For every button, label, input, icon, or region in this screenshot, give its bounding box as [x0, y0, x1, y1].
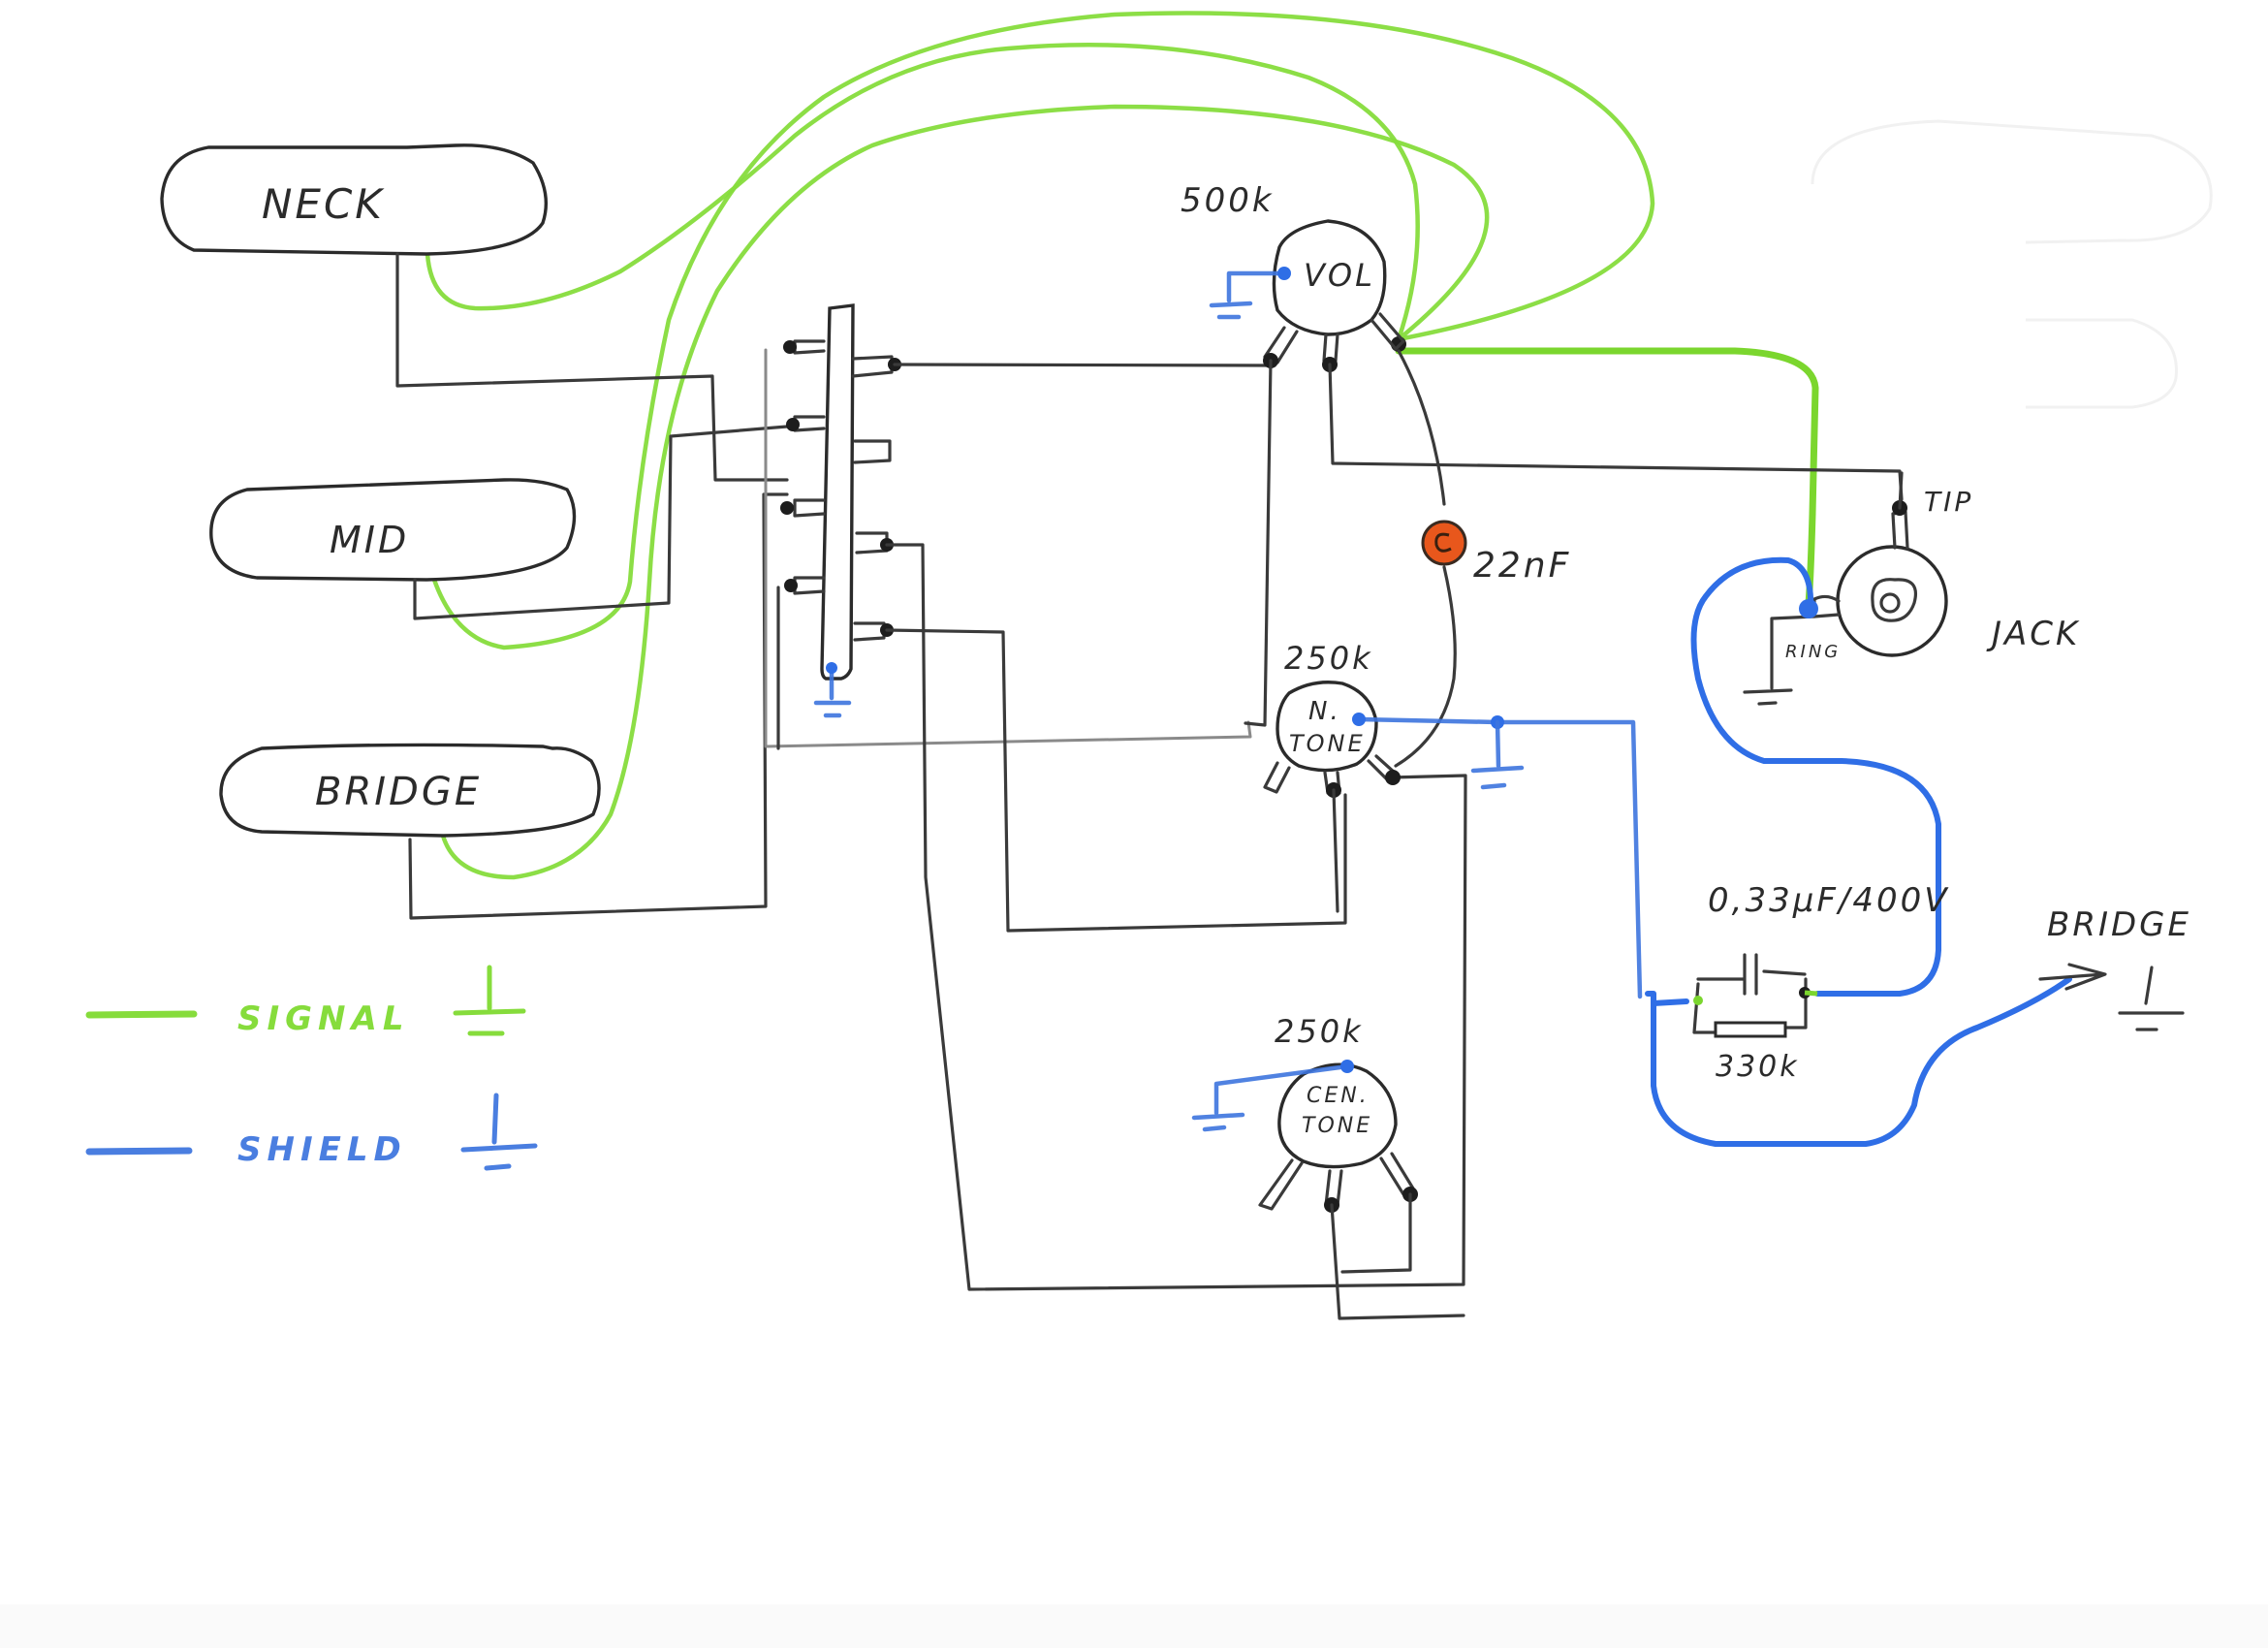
tone-capacitor-22nf: 22nF — [1394, 520, 1571, 768]
signal-ground-wires — [425, 11, 1819, 880]
legend-label-signal: SIGNAL — [237, 999, 409, 1038]
neck-tone-label-2: TONE — [1289, 730, 1366, 757]
switch-output-wires — [885, 363, 1467, 1291]
neck-tone-pot: 250k N. TONE — [1263, 640, 1643, 999]
center-tone-value: 250k — [1275, 1013, 1364, 1050]
legend: SIGNAL SHIELD — [85, 965, 538, 1171]
bridge-ground-label: BRIDGE — [2047, 905, 2191, 944]
legend-item-signal: SIGNAL — [85, 965, 526, 1038]
center-tone-label-2: TONE — [1302, 1114, 1372, 1138]
output-jack: TIP RING JACK — [1743, 471, 2080, 706]
neck-tone-label-1: N. — [1308, 697, 1341, 726]
capacitor-body — [1421, 520, 1467, 566]
pickup-label-neck: NECK — [262, 180, 385, 228]
mid-signal-ground-wire — [431, 11, 1655, 650]
rc-capacitor-label: 0,33µF/400V — [1708, 881, 1950, 920]
rc-resistor-label: 330k — [1716, 1050, 1800, 1084]
center-tone-label-1: CEN. — [1307, 1084, 1370, 1108]
pickup-mid: MID — [209, 478, 577, 582]
pickup-bridge: BRIDGE — [219, 743, 601, 838]
neck-signal-ground-wire — [425, 43, 1420, 342]
volume-pot: 500k VOL — [1181, 181, 1904, 727]
capacitor-value-22nf: 22nF — [1473, 546, 1571, 586]
pickup-label-mid: MID — [330, 519, 409, 561]
selector-switch — [764, 303, 1252, 750]
jack-body — [1836, 545, 1948, 657]
resistor-body — [1714, 1021, 1787, 1038]
rc-network: 0,33µF/400V 330k — [1692, 881, 1950, 1084]
volume-pot-label: VOL — [1304, 257, 1375, 294]
jack-tip-label: TIP — [1924, 486, 1973, 518]
jack-ring-shield-wire — [1690, 556, 1941, 997]
pickup-hot-wires — [395, 252, 789, 920]
jack-ring-label: RING — [1785, 642, 1841, 662]
bridge-signal-ground-wire — [440, 104, 1490, 880]
bridge-ground: BRIDGE — [2038, 905, 2191, 1031]
center-tone-pot: 250k CEN. TONE — [1191, 1013, 1465, 1320]
neck-tone-value: 250k — [1284, 640, 1373, 677]
ground-symbol-icon — [453, 965, 526, 1036]
legend-label-shield: SHIELD — [237, 1130, 407, 1169]
pickup-neck: NECK — [160, 143, 549, 256]
ground-symbol-icon — [460, 1093, 538, 1171]
shield-wires — [1645, 556, 2072, 1147]
legend-item-shield: SHIELD — [85, 1093, 538, 1171]
bridge-shield-wire — [1651, 976, 2072, 1147]
ground-symbol-icon — [2118, 966, 2185, 1031]
pickup-label-bridge: BRIDGE — [315, 770, 482, 814]
volume-pot-value: 500k — [1181, 181, 1275, 220]
arrow-icon — [2038, 963, 2107, 991]
erased-sketch — [1811, 119, 2213, 409]
jack-label: JACK — [1986, 615, 2080, 653]
